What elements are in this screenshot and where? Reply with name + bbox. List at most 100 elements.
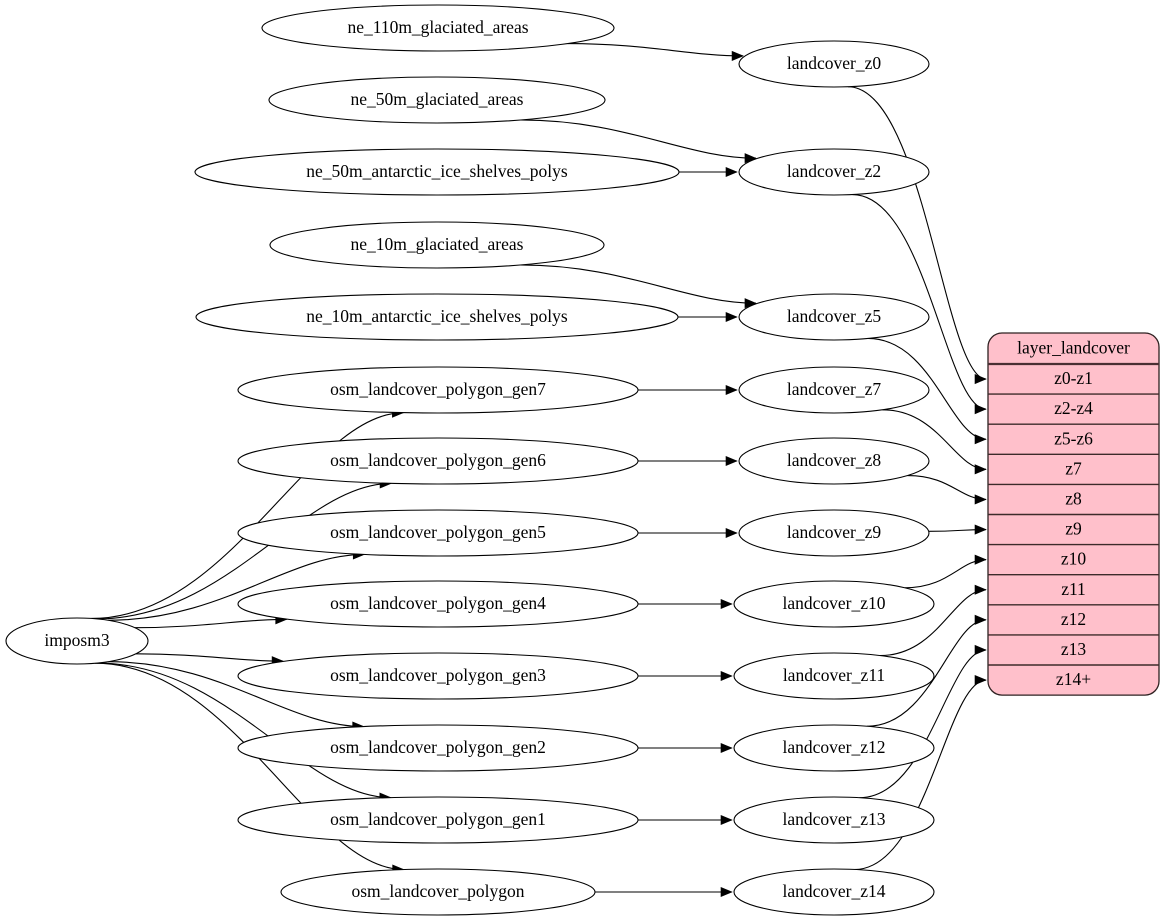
osm-node-osm_landcover_polygon_gen2[interactable]: osm_landcover_polygon_gen2 [237, 724, 639, 772]
node-label: osm_landcover_polygon_gen6 [330, 450, 546, 470]
landcover-node-landcover_z11[interactable]: landcover_z11 [733, 652, 935, 700]
table-row-z0-z1[interactable]: z0-z1 [1054, 368, 1093, 388]
node-label: landcover_z7 [787, 379, 882, 399]
edge-imposm3-to-osm_landcover_polygon_gen4 [134, 618, 287, 629]
node-shape [738, 40, 930, 88]
edge-osm_landcover_polygon_gen2-to-landcover_z12-arrowhead [720, 742, 733, 754]
table-row-z13[interactable]: z13 [1061, 639, 1087, 659]
edge-ne_10m_glaciated_areas-to-landcover_z5 [520, 264, 756, 304]
natural-earth-node-ne_10m_glaciated_areas[interactable]: ne_10m_glaciated_areas [269, 221, 605, 269]
osm-node-osm_landcover_polygon_gen3[interactable]: osm_landcover_polygon_gen3 [237, 652, 639, 700]
node-label: osm_landcover_polygon_gen4 [330, 593, 546, 613]
landcover-node-landcover_z2[interactable]: landcover_z2 [738, 148, 930, 196]
osm-node-osm_landcover_polygon_gen4[interactable]: osm_landcover_polygon_gen4 [237, 580, 639, 628]
edge-landcover_z8-to-layer_landcover-z8-arrowhead [974, 494, 987, 505]
landcover-node-landcover_z12[interactable]: landcover_z12 [733, 724, 935, 772]
node-label: ne_10m_glaciated_areas [351, 234, 524, 254]
node-label: landcover_z2 [787, 161, 881, 181]
node-shape [237, 366, 639, 414]
landcover-node-landcover_z0[interactable]: landcover_z0 [738, 40, 930, 88]
node-shape [738, 293, 930, 341]
osm-node-osm_landcover_polygon[interactable]: osm_landcover_polygon [280, 868, 596, 916]
node-shape [237, 580, 639, 628]
natural-earth-node-ne_110m_glaciated_areas[interactable]: ne_110m_glaciated_areas [261, 4, 615, 52]
landcover-node-landcover_z14[interactable]: landcover_z14 [733, 868, 935, 916]
edge-landcover_z2-to-layer_landcover-z2-z4-arrowhead [974, 404, 987, 415]
edge-landcover_z12-to-layer_landcover-z12 [866, 619, 987, 727]
node-shape [237, 652, 639, 700]
layer-landcover-table: layer_landcover z0-z1 z2-z4 z5-z6 z7 z8 z9 z10 z… [987, 332, 1160, 696]
landcover-node-landcover_z7[interactable]: landcover_z7 [738, 366, 930, 414]
edge-imposm3-to-osm_landcover_polygon_gen6 [96, 482, 392, 620]
edge-imposm3-to-osm_landcover_polygon_gen3 [135, 653, 284, 662]
node-shape [237, 509, 639, 557]
natural-earth-node-ne_10m_antarctic_ice_shelves_polys[interactable]: ne_10m_antarctic_ice_shelves_polys [195, 293, 679, 341]
edge-ne_50m_glaciated_areas-to-landcover_z2 [520, 119, 756, 159]
osm-node-osm_landcover_polygon_gen5[interactable]: osm_landcover_polygon_gen5 [237, 509, 639, 557]
node-label: imposm3 [44, 630, 109, 650]
table-row-z8[interactable]: z8 [1065, 488, 1082, 508]
table-header-label: layer_landcover [1017, 338, 1130, 358]
node-shape [237, 724, 639, 772]
node-shape [5, 617, 149, 665]
node-label: osm_landcover_polygon_gen3 [330, 665, 546, 685]
node-label: landcover_z11 [783, 665, 885, 685]
landcover-node-landcover_z5[interactable]: landcover_z5 [738, 293, 930, 341]
table-row-z9[interactable]: z9 [1065, 519, 1082, 539]
node-shape [733, 580, 935, 628]
node-shape [268, 76, 606, 124]
node-label: ne_50m_glaciated_areas [351, 89, 524, 109]
node-shape [738, 437, 930, 485]
node-shape [738, 509, 930, 557]
osm-node-osm_landcover_polygon_gen7[interactable]: osm_landcover_polygon_gen7 [237, 366, 639, 414]
edge-imposm3-to-osm_landcover_polygon_gen1 [96, 662, 391, 799]
landcover-node-landcover_z13[interactable]: landcover_z13 [733, 796, 935, 844]
table-row-z5-z6[interactable]: z5-z6 [1054, 428, 1093, 448]
node-label: landcover_z5 [787, 306, 882, 326]
edge-landcover_z5-to-layer_landcover-z5-z6-arrowhead [974, 434, 987, 445]
node-shape [738, 148, 930, 196]
osm-node-osm_landcover_polygon_gen1[interactable]: osm_landcover_polygon_gen1 [237, 796, 639, 844]
osm-node-osm_landcover_polygon_gen6[interactable]: osm_landcover_polygon_gen6 [237, 437, 639, 485]
table-row-z11[interactable]: z11 [1061, 579, 1086, 599]
table-row-z10[interactable]: z10 [1061, 549, 1087, 569]
node-label: landcover_z8 [787, 450, 882, 470]
edge-landcover_z9-to-layer_landcover-z9-arrowhead [974, 524, 987, 535]
node-label: ne_110m_glaciated_areas [347, 17, 528, 37]
node-label: landcover_z14 [782, 881, 885, 901]
edge-imposm3-to-osm_landcover_polygon_gen5 [107, 553, 365, 621]
node-shape [733, 724, 935, 772]
table-row-z12[interactable]: z12 [1061, 609, 1086, 629]
edge-landcover_z13-to-layer_landcover-z13 [859, 649, 987, 799]
table-row-z14+[interactable]: z14+ [1056, 669, 1091, 689]
nodes-layer: imposm3 ne_110m_glaciated_areas ne_50m_gla… [5, 4, 935, 916]
natural-earth-node-ne_50m_glaciated_areas[interactable]: ne_50m_glaciated_areas [268, 76, 606, 124]
edge-osm_landcover_polygon_gen7-to-landcover_z7-arrowhead [725, 384, 738, 396]
edge-ne_110m_glaciated_areas-to-landcover_z0 [567, 42, 744, 57]
table-row-z2-z4[interactable]: z2-z4 [1054, 398, 1093, 418]
edge-landcover_z2-to-layer_landcover-z2-z4 [852, 194, 987, 410]
natural-earth-node-ne_50m_antarctic_ice_shelves_polys[interactable]: ne_50m_antarctic_ice_shelves_polys [194, 148, 680, 196]
node-shape [269, 221, 605, 269]
node-shape [738, 366, 930, 414]
landcover-node-landcover_z9[interactable]: landcover_z9 [738, 509, 930, 557]
landcover-node-landcover_z10[interactable]: landcover_z10 [733, 580, 935, 628]
node-label: landcover_z13 [782, 809, 885, 829]
edge-ne_10m_antarctic_ice_shelves_polys-to-landcover_z5-arrowhead [725, 311, 738, 323]
node-label: osm_landcover_polygon_gen5 [330, 522, 546, 542]
edge-imposm3-to-osm_landcover_polygon_gen2 [108, 661, 364, 728]
node-label: ne_50m_antarctic_ice_shelves_polys [306, 161, 568, 181]
edge-landcover_z11-to-layer_landcover-z11-arrowhead [974, 584, 987, 595]
node-label: osm_landcover_polygon_gen2 [330, 737, 546, 757]
node-shape [261, 4, 615, 52]
node-shape [237, 796, 639, 844]
landcover-node-landcover_z8[interactable]: landcover_z8 [738, 437, 930, 485]
table-row-z7[interactable]: z7 [1065, 458, 1082, 478]
edge-landcover_z14-to-layer_landcover-z14--arrowhead [974, 674, 987, 686]
node-shape [733, 796, 935, 844]
node-shape [280, 868, 596, 916]
source-node-imposm3[interactable]: imposm3 [5, 617, 149, 665]
node-label: landcover_z10 [782, 593, 885, 613]
